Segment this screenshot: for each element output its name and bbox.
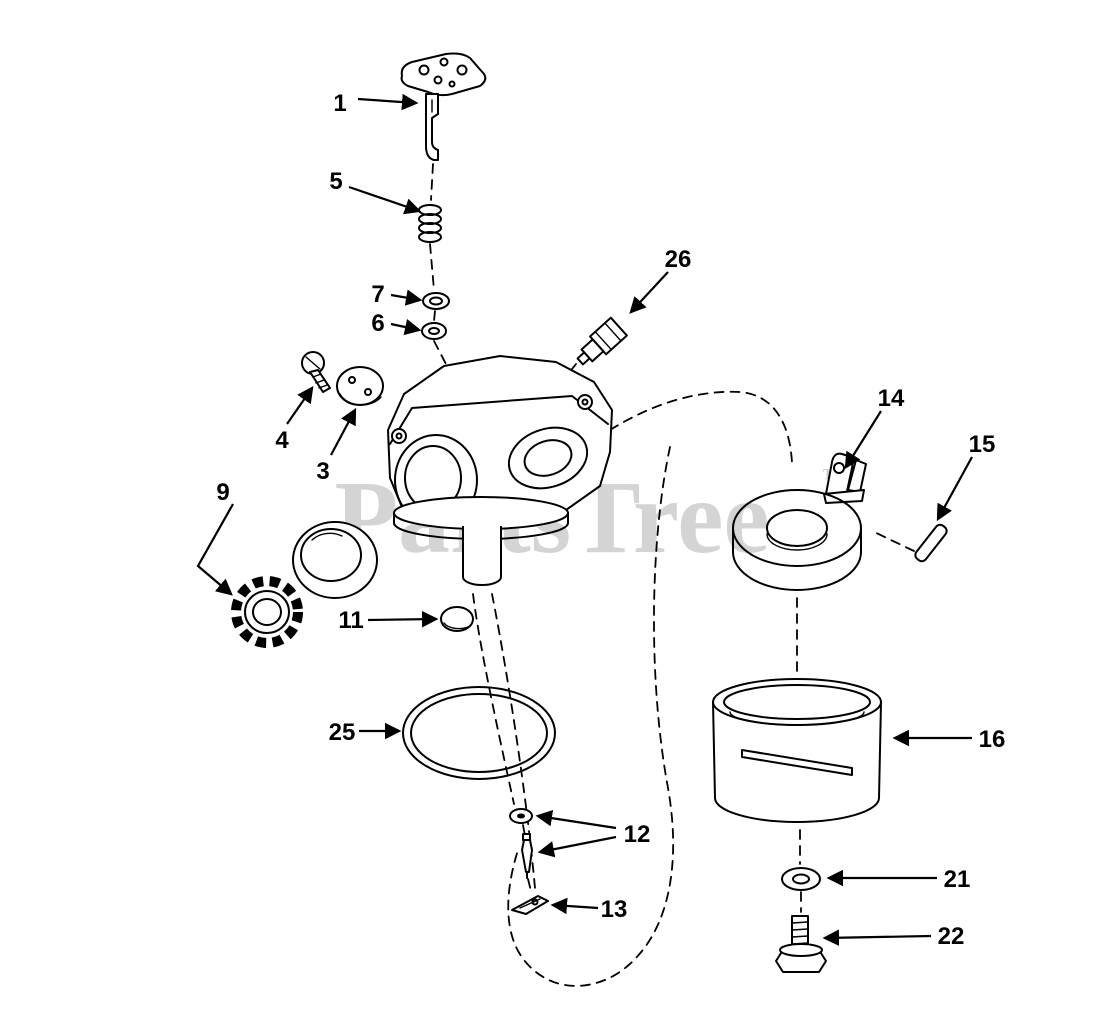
clip-part-13 [511, 895, 549, 915]
callout-12: 12 [624, 821, 651, 848]
screw-part-4 [301, 351, 331, 393]
leader-26 [629, 271, 669, 314]
callout-9: 9 [216, 479, 229, 506]
callout-25: 25 [329, 719, 356, 746]
callout-3: 3 [316, 458, 329, 485]
leader-12b [537, 835, 617, 858]
callout-16: 16 [979, 726, 1006, 753]
ball-plug-part-11 [440, 606, 474, 632]
leader-15 [936, 456, 973, 522]
leader-5 [348, 185, 422, 215]
bowl-washer-part-21 [781, 867, 821, 891]
callout-leaders [196, 93, 973, 946]
leader-14 [844, 410, 882, 470]
callout-6: 6 [371, 310, 384, 337]
hinge-pin-part-15 [914, 523, 948, 563]
leader-11 [367, 610, 439, 628]
callout-labels: 1 5 7 6 26 4 3 9 11 25 12 13 14 15 16 21… [216, 90, 1005, 950]
leader-4 [286, 385, 314, 425]
leader-1 [357, 93, 419, 111]
carburetor-body [387, 355, 613, 586]
callout-21: 21 [944, 866, 971, 893]
leader-12a [535, 809, 617, 830]
throttle-shaft-part [400, 52, 487, 161]
diaphragm-cover-part [292, 521, 378, 599]
callout-7: 7 [371, 281, 384, 308]
leader-6 [390, 318, 422, 336]
callout-4: 4 [275, 427, 289, 454]
callout-14: 14 [878, 385, 905, 412]
leader-13 [550, 897, 599, 915]
leader-7 [390, 289, 423, 306]
star-retainer-part [231, 576, 303, 648]
leader-22 [822, 929, 932, 946]
callout-15: 15 [969, 431, 996, 458]
float-part [732, 489, 862, 591]
leader-3 [330, 407, 357, 456]
float-bowl-part-16 [712, 678, 882, 823]
callout-26: 26 [665, 246, 692, 273]
float-hinge-part-14 [823, 452, 867, 504]
callout-22: 22 [938, 923, 965, 950]
seal-part-6 [421, 322, 447, 340]
leader-9 [196, 503, 234, 596]
idle-spring-part [418, 204, 442, 243]
o-ring-part-25 [402, 686, 556, 780]
callout-1: 1 [333, 90, 346, 117]
callout-13: 13 [601, 896, 628, 923]
washer-part-7 [422, 292, 450, 310]
callout-5: 5 [329, 168, 342, 195]
inlet-fitting-part [576, 316, 628, 366]
bowl-bolt-part-22 [775, 915, 827, 973]
callout-11: 11 [338, 607, 363, 634]
needle-washer-part-12 [509, 808, 533, 879]
plate-disc-part-3 [336, 366, 384, 406]
